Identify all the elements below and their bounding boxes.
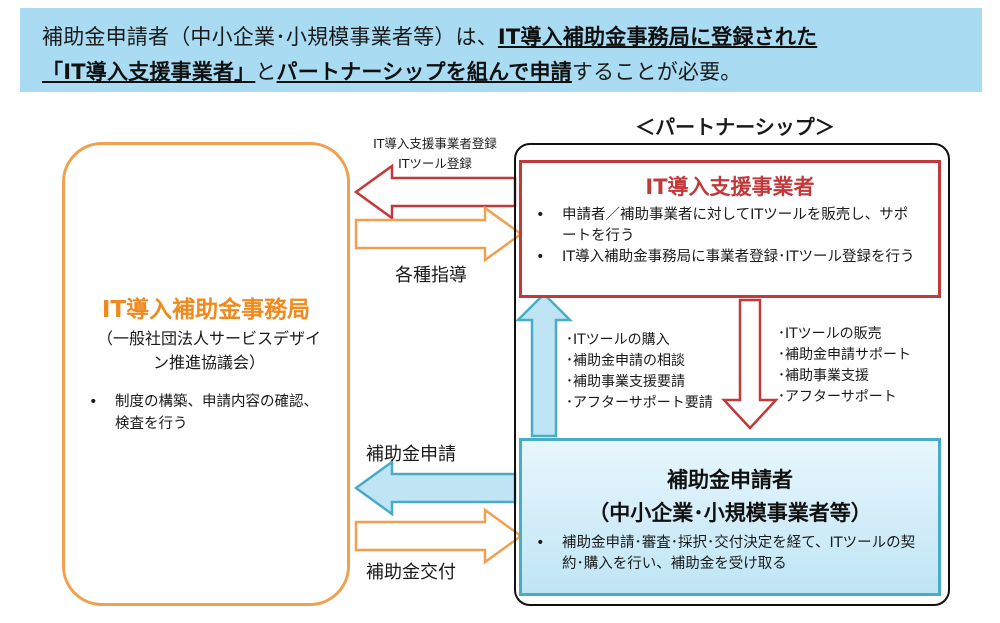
header-banner: 補助金申請者（中小企業･小規模事業者等）は、IT導入補助金事務局に登録された 「…	[20, 8, 982, 92]
office-bullet: • 制度の構築、申請内容の確認、検査を行う	[89, 391, 325, 435]
applicant-to-vendor-list: ･ITツールの購入 ･補助金申請の相談 ･補助事業支援要請 ･アフターサポート要…	[566, 330, 713, 414]
header-line-1: 補助金申請者（中小企業･小規模事業者等）は、IT導入補助金事務局に登録された	[42, 21, 817, 51]
partnership-frame	[514, 143, 950, 606]
vendor-bullet: • 申請者／補助事業者に対してITツールを販売し、サポートを行う	[536, 205, 922, 247]
registration-label-2: ITツール登録	[398, 156, 472, 171]
applicant-box: 補助金申請者 （中小企業･小規模事業者等） • 補助金申請･審査･採択･交付決定…	[519, 438, 941, 596]
header-text: することが必要。	[571, 60, 742, 84]
list-item: ･ITツールの販売	[778, 326, 882, 342]
vendor-bullet-text: IT導入補助金事務局に事業者登録･ITツール登録を行う	[562, 249, 915, 265]
applicant-bullet: • 補助金申請･審査･採択･交付決定を経て、ITツールの契約･購入を行い、補助金…	[536, 533, 932, 575]
registration-arrow	[353, 163, 517, 221]
apply-arrow	[353, 459, 517, 517]
guidance-arrow	[354, 205, 524, 263]
list-item: ･アフターサポート	[778, 389, 897, 405]
list-item: ･補助金申請の相談	[566, 353, 685, 369]
grant-label: 補助金交付	[366, 562, 456, 583]
list-item: ･補助金申請サポート	[778, 347, 911, 363]
vendor-box: IT導入支援事業者 • 申請者／補助事業者に対してITツールを販売し、サポートを…	[519, 160, 941, 298]
header-line-2: 「IT導入支援事業者」とパートナーシップを組んで申請することが必要。	[42, 56, 742, 86]
registration-label-1: IT導入支援事業者登録	[373, 136, 497, 151]
down-arrow	[721, 298, 779, 430]
applicant-title: 補助金申請者	[667, 468, 793, 492]
bullet-dot: •	[536, 535, 545, 551]
vendor-bullet: • IT導入補助金事務局に事業者登録･ITツール登録を行う	[536, 247, 922, 268]
applicant-subtitle: （中小企業･小規模事業者等）	[588, 501, 872, 525]
vendor-to-applicant-list: ･ITツールの販売 ･補助金申請サポート ･補助事業支援 ･アフターサポート	[778, 324, 911, 408]
bullet-dot: •	[536, 249, 545, 265]
list-item: ･ITツールの購入	[566, 332, 670, 348]
header-text: と	[255, 60, 277, 84]
apply-label: 補助金申請	[366, 444, 456, 465]
office-title: IT導入補助金事務局	[101, 297, 311, 323]
bullet-dot: •	[89, 394, 98, 410]
header-text: 補助金申請者（中小企業･小規模事業者等）は、	[42, 25, 498, 49]
applicant-bullet-text: 補助金申請･審査･採択･交付決定を経て、ITツールの契約･購入を行い、補助金を受…	[562, 535, 916, 572]
office-bullet-text: 制度の構築、申請内容の確認、検査を行う	[115, 394, 318, 432]
vendor-title: IT導入支援事業者	[645, 175, 815, 199]
list-item: ･アフターサポート要請	[566, 395, 713, 411]
partnership-label: ＜パートナーシップ＞	[635, 115, 835, 139]
grant-arrow	[354, 507, 524, 565]
guidance-label: 各種指導	[395, 265, 467, 286]
office-box: IT導入補助金事務局 （一般社団法人サービスデザイン推進協議会） • 制度の構築…	[62, 142, 350, 606]
header-emphasis: パートナーシップを組んで申請	[276, 60, 572, 84]
list-item: ･補助事業支援要請	[566, 374, 685, 390]
header-emphasis: IT導入補助金事務局に登録された	[497, 25, 818, 49]
bullet-dot: •	[536, 207, 545, 223]
header-emphasis: 「IT導入支援事業者」	[42, 60, 256, 84]
up-arrow	[514, 292, 574, 438]
list-item: ･補助事業支援	[778, 368, 869, 384]
vendor-bullet-text: 申請者／補助事業者に対してITツールを販売し、サポートを行う	[562, 207, 909, 244]
office-subtitle: （一般社団法人サービスデザイン推進協議会）	[96, 329, 321, 372]
